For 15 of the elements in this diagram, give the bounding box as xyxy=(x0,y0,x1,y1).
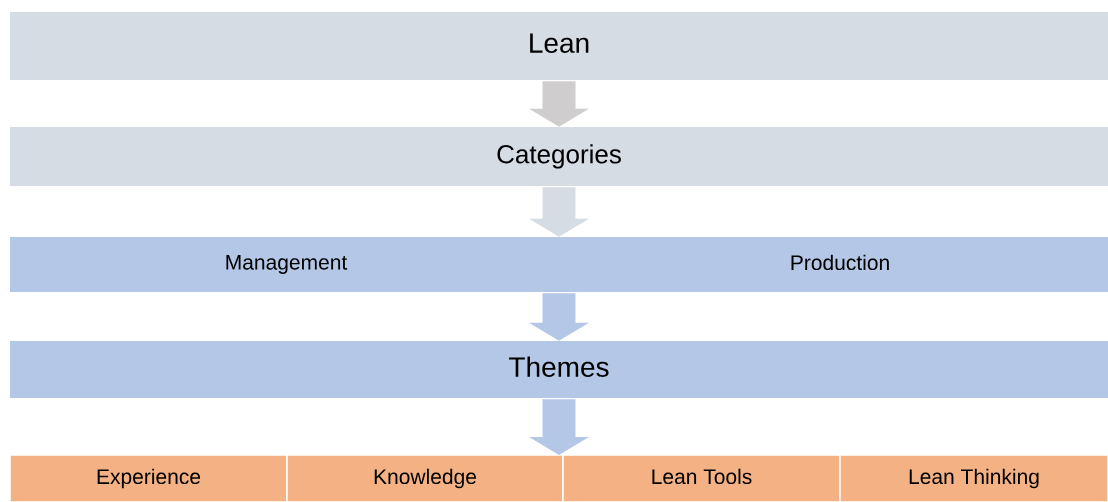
band: Themes xyxy=(10,341,1108,398)
band: Lean xyxy=(10,12,1108,80)
table-cell: Knowledge xyxy=(286,454,564,502)
band: Categories xyxy=(10,127,1108,186)
node-label: Lean Tools xyxy=(652,468,752,485)
arrow xyxy=(529,293,589,341)
node-label: Experience xyxy=(97,468,201,489)
node-label: Knowledge xyxy=(374,468,476,489)
table-cell: Experience xyxy=(9,454,288,502)
arrow xyxy=(529,187,589,237)
arrow xyxy=(529,81,589,127)
arrow xyxy=(529,399,589,455)
table-cell: Lean Thinking xyxy=(839,454,1108,502)
band: Management Production xyxy=(10,237,1108,292)
table-cell: Lean Tools xyxy=(562,454,841,502)
